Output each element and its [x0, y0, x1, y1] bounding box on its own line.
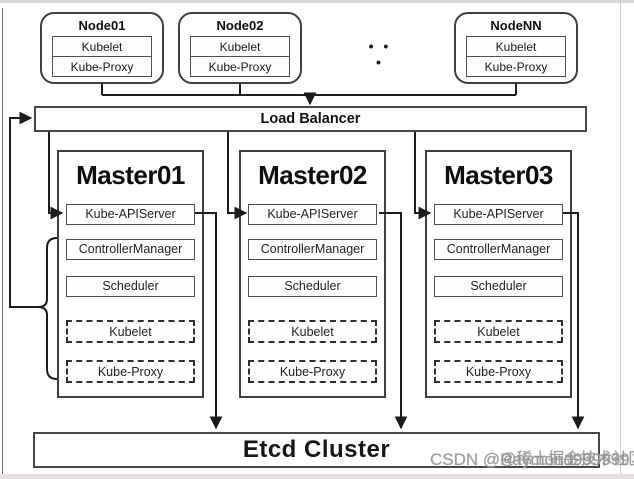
master-component-kube-proxy: Kube-Proxy: [434, 360, 563, 383]
master-title: Master03: [444, 160, 553, 190]
load-balancer-label: Load Balancer: [260, 111, 361, 127]
master-component-kubelet: Kubelet: [248, 320, 377, 343]
master-title: Master01: [76, 160, 185, 190]
node-box-nodenn: NodeNN Kubelet Kube-Proxy: [454, 12, 578, 84]
node-box-node02: Node02 Kubelet Kube-Proxy: [178, 12, 302, 84]
components-group-brace: [37, 237, 58, 380]
master-box-master02: Master02 Kube-APIServer ControllerManage…: [239, 150, 386, 398]
master-title: Master02: [258, 160, 367, 190]
master-component-scheduler: Scheduler: [66, 276, 195, 297]
node-component-stack: Kubelet Kube-Proxy: [52, 36, 152, 77]
master-box-master01: Master01 Kube-APIServer ControllerManage…: [57, 150, 204, 398]
left-frame-line: [2, 8, 3, 479]
master-component-kubelet: Kubelet: [66, 320, 195, 343]
bottom-edge-strip: [0, 474, 634, 479]
master-component-controllermanager: ControllerManager: [434, 239, 563, 260]
more-nodes-ellipsis: • • •: [368, 38, 392, 70]
right-frame-line: [620, 0, 621, 479]
master-component-controllermanager: ControllerManager: [248, 239, 377, 260]
node-component-kubelet: Kubelet: [52, 36, 152, 57]
load-balancer-box: Load Balancer: [34, 106, 587, 132]
node-box-node01: Node01 Kubelet Kube-Proxy: [40, 12, 164, 84]
master-component-controllermanager: ControllerManager: [66, 239, 195, 260]
node-component-stack: Kubelet Kube-Proxy: [466, 36, 566, 77]
master-component-scheduler: Scheduler: [248, 276, 377, 297]
master-component-kube-apiserver: Kube-APIServer: [434, 204, 563, 225]
node-title: Node02: [216, 18, 264, 33]
master-component-kube-apiserver: Kube-APIServer: [66, 204, 195, 225]
node-component-kube-proxy: Kube-Proxy: [466, 55, 566, 77]
node-component-kube-proxy: Kube-Proxy: [52, 55, 152, 77]
node-component-stack: Kubelet Kube-Proxy: [190, 36, 290, 77]
etcd-cluster-label: Etcd Cluster: [242, 436, 391, 463]
master-component-kube-proxy: Kube-Proxy: [248, 360, 377, 383]
node-component-kubelet: Kubelet: [466, 36, 566, 57]
master-component-kube-apiserver: Kube-APIServer: [248, 204, 377, 225]
master-component-kube-proxy: Kube-Proxy: [66, 360, 195, 383]
components-to-lb-arrow: [9, 111, 38, 308]
master-component-kubelet: Kubelet: [434, 320, 563, 343]
node-title: NodeNN: [490, 18, 542, 33]
master-box-master03: Master03 Kube-APIServer ControllerManage…: [425, 150, 572, 398]
node-title: Node01: [78, 18, 126, 33]
node-component-kube-proxy: Kube-Proxy: [190, 55, 290, 77]
top-edge-strip: [0, 0, 634, 3]
master-component-scheduler: Scheduler: [434, 276, 563, 297]
etcd-cluster-box: Etcd Cluster: [33, 432, 600, 468]
node-component-kubelet: Kubelet: [190, 36, 290, 57]
